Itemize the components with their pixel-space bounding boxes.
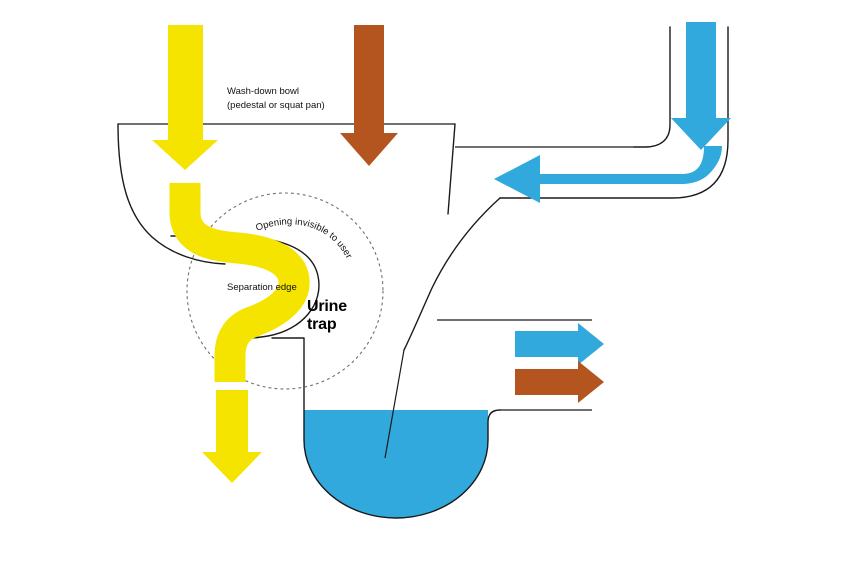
urine-arrow-top xyxy=(152,25,218,170)
urine-trap-label-line1: Urine xyxy=(307,298,347,315)
urine-arrow-bottom xyxy=(202,390,262,483)
urine-band-s-curve xyxy=(169,183,310,382)
flush-water-arrow-elbow xyxy=(494,146,722,203)
trap-body-right-wall xyxy=(403,197,501,351)
feces-flow xyxy=(340,25,398,166)
bowl-right-wall xyxy=(447,123,456,215)
water-basin-outline xyxy=(303,361,501,519)
basin-back-wall-line xyxy=(384,349,405,459)
washdown-bowl-label-line1: Wash-down bowl xyxy=(227,86,299,97)
flush-water-arrow-vertical xyxy=(671,22,731,150)
urine-trap-label-line2: trap xyxy=(307,316,337,333)
legend-water-arrow[interactable] xyxy=(515,323,604,365)
washdown-bowl-label-line2: (pedestal or squat pan) xyxy=(227,100,325,111)
water-basin-fill xyxy=(304,410,488,518)
flush-pipe-outer-wall xyxy=(499,26,729,199)
legend xyxy=(515,323,604,403)
feces-arrow xyxy=(340,25,398,166)
separation-edge-label: Separation edge xyxy=(227,282,297,293)
urine-flow xyxy=(152,25,310,483)
legend-feces-arrow[interactable] xyxy=(515,361,604,403)
bowl-left-wall xyxy=(117,123,226,265)
detail-circle xyxy=(186,192,384,390)
flush-water-flow xyxy=(494,22,731,203)
trap-inner-wall xyxy=(271,337,305,363)
flush-pipe-inner-wall xyxy=(633,26,671,148)
